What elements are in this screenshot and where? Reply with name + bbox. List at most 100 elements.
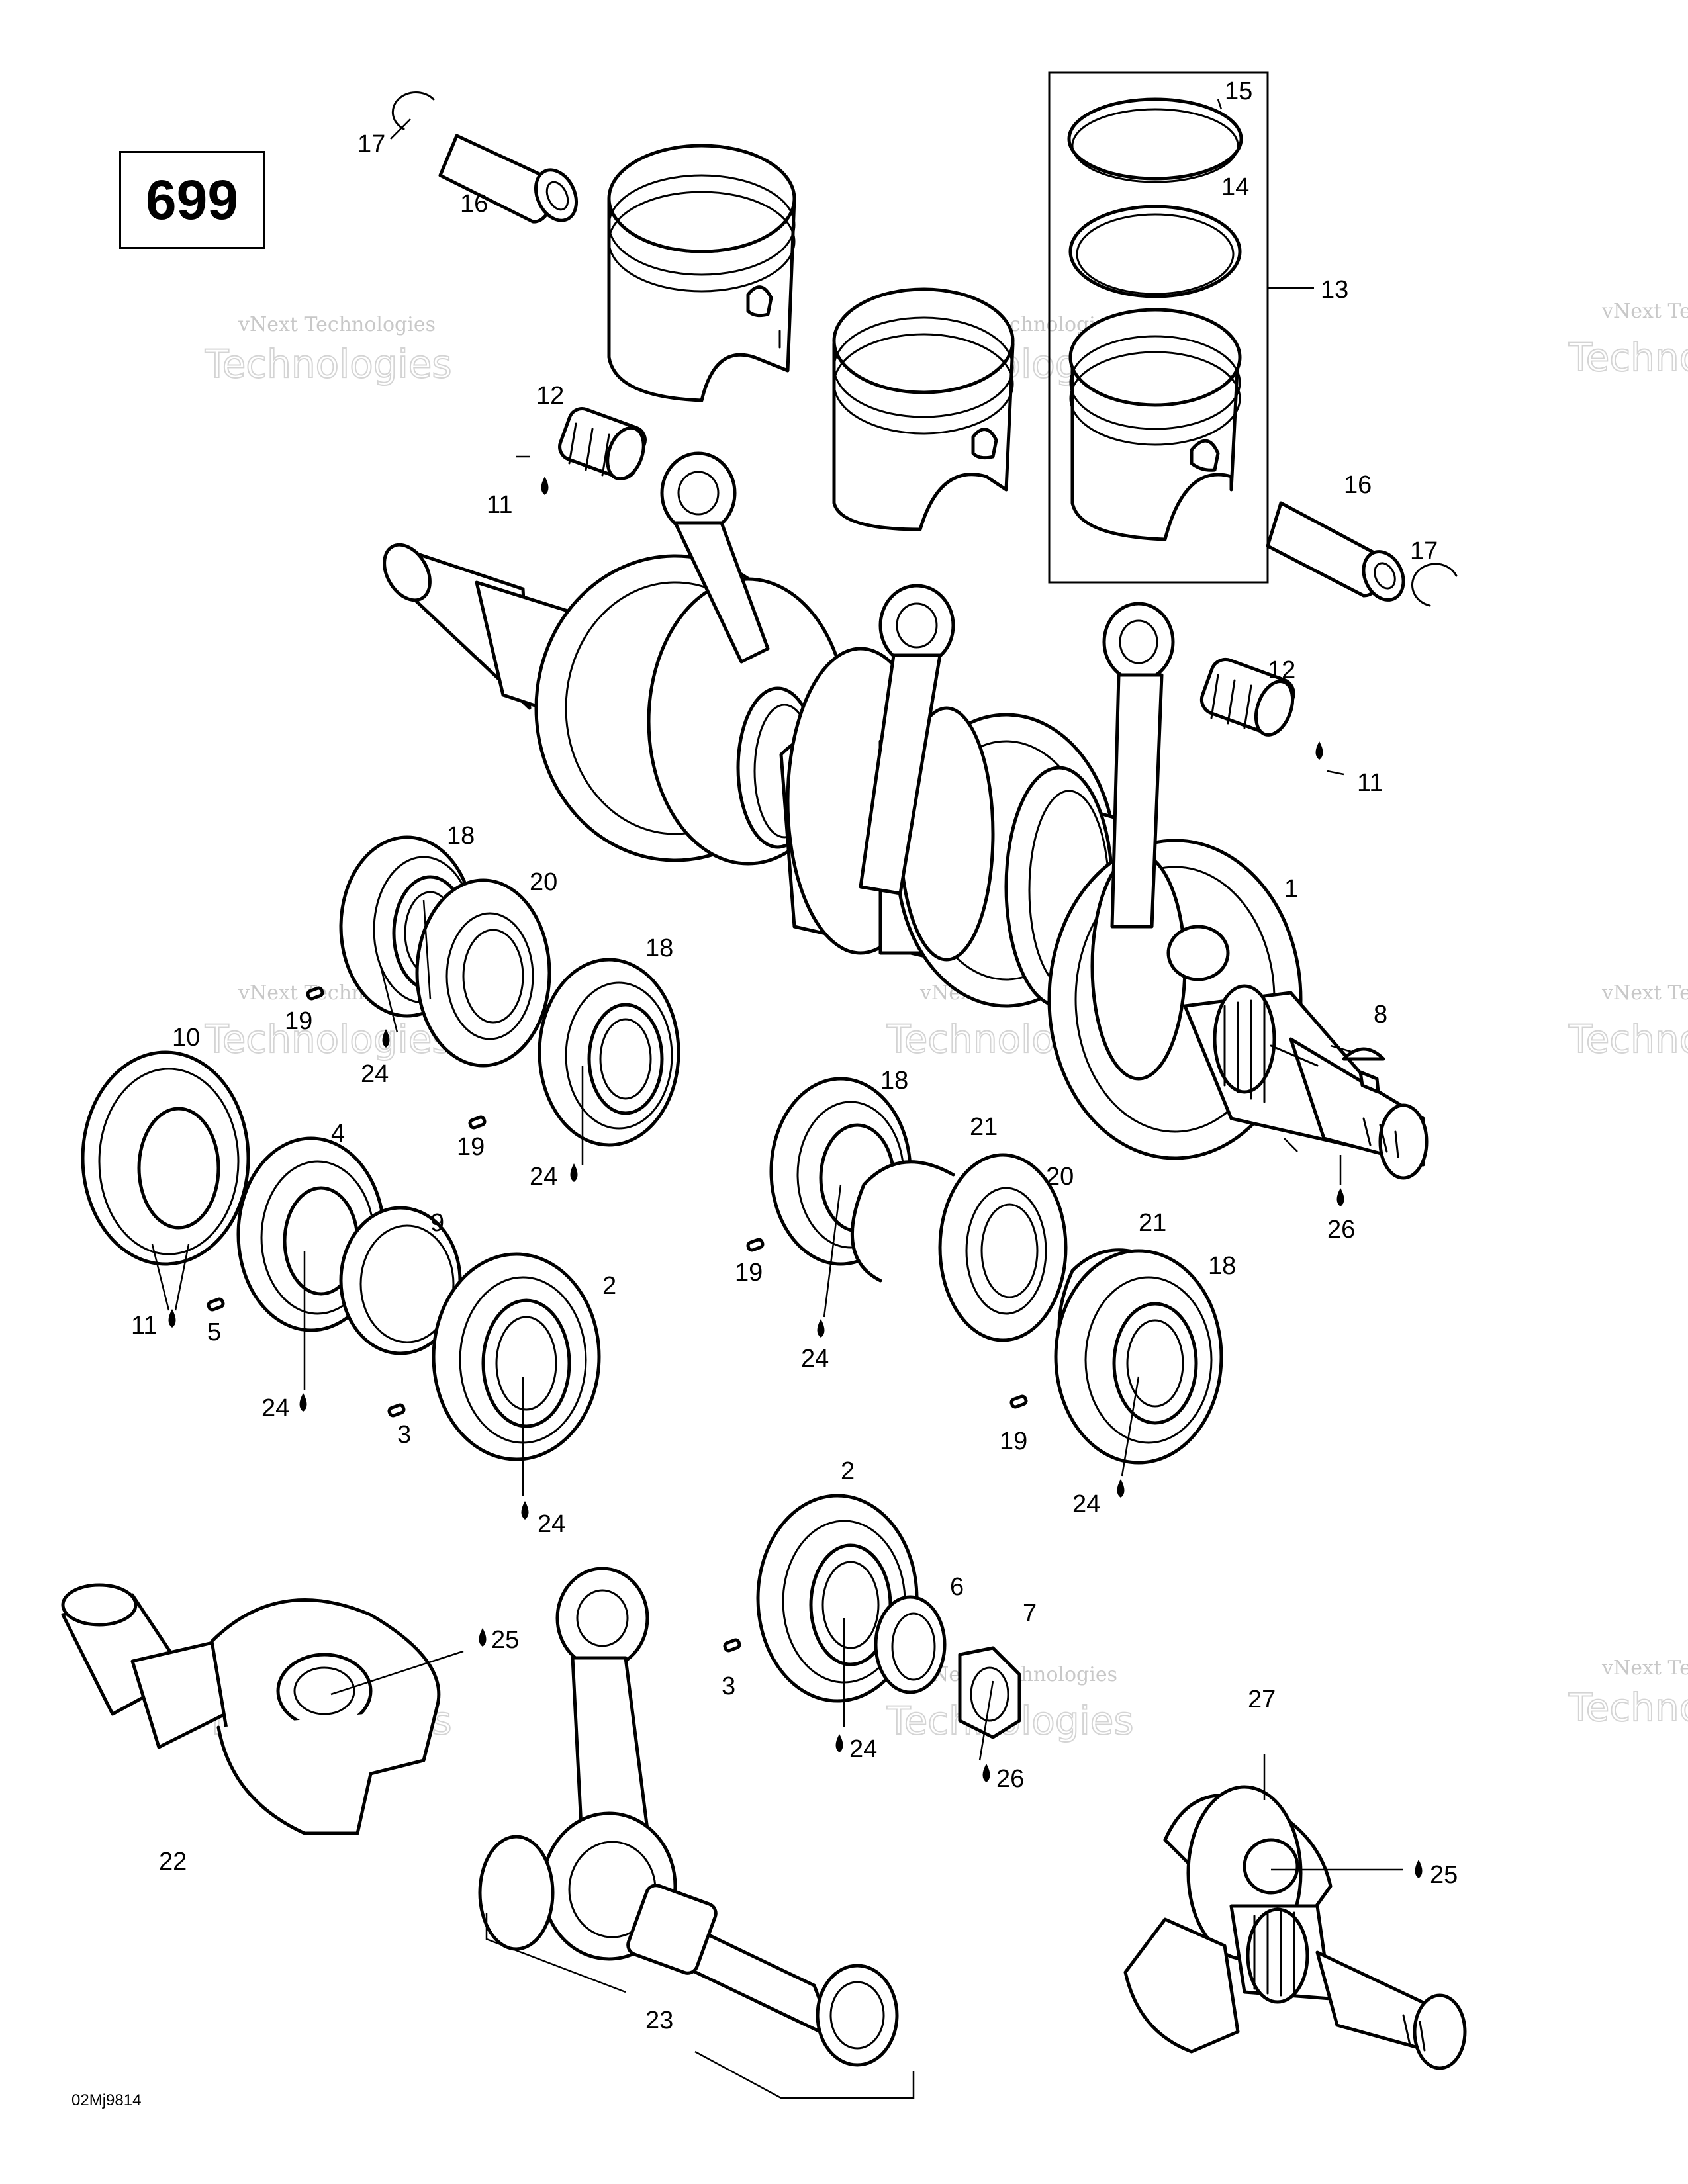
drop-icon — [982, 1764, 990, 1782]
drop-icon — [521, 1501, 529, 1520]
callout-2: 2 — [602, 1272, 616, 1300]
callout-24: 24 — [849, 1735, 877, 1763]
drop-icon — [1415, 1860, 1423, 1878]
connecting-rod-right — [1102, 602, 1175, 929]
crankshaft-half-22 — [61, 1583, 441, 1835]
watermark-text: Technologies — [1568, 335, 1688, 380]
piston-left — [607, 144, 796, 402]
callout-19: 19 — [735, 1259, 763, 1287]
lubricant-drop-icons — [168, 477, 1423, 1878]
circlip-17-right — [1411, 563, 1458, 607]
drop-icon — [1117, 1479, 1125, 1498]
callout-24: 24 — [530, 1163, 557, 1191]
bearing-18-mid-left — [538, 958, 680, 1147]
drop-icon — [299, 1393, 307, 1412]
callout-18: 18 — [1208, 1252, 1236, 1280]
seal-20-upper-left — [415, 878, 551, 1068]
callout-14: 14 — [1221, 173, 1249, 201]
callout-10: 10 — [172, 1024, 200, 1052]
callout-15: 15 — [1225, 77, 1252, 105]
crankshaft-half-27 — [1123, 1785, 1467, 2070]
drop-icon — [817, 1319, 825, 1338]
piston-center — [832, 287, 1015, 531]
callout-19: 19 — [285, 1007, 312, 1035]
watermark-text: Technologies — [1568, 1017, 1688, 1062]
drop-icon — [1315, 741, 1323, 760]
piston-ring-set-box — [1048, 71, 1314, 584]
watermark-text: Technologies — [205, 341, 452, 387]
callout-4: 4 — [331, 1120, 345, 1148]
connecting-rod-left — [660, 451, 770, 664]
callout-18: 18 — [447, 822, 475, 850]
circlip-17-left — [391, 91, 435, 130]
callout-16: 16 — [1344, 471, 1372, 499]
callout-26: 26 — [1327, 1216, 1355, 1244]
callout-24: 24 — [261, 1394, 289, 1422]
piston-pin-16-right — [1266, 501, 1405, 602]
callout-6: 6 — [950, 1573, 964, 1601]
callout-12: 12 — [1268, 657, 1295, 684]
callout-25: 25 — [491, 1626, 519, 1654]
dowel-pins — [207, 986, 1028, 1653]
callout-18: 18 — [880, 1067, 908, 1095]
callout-18: 18 — [645, 934, 673, 962]
callout-11: 11 — [487, 491, 512, 519]
callout-19: 19 — [457, 1133, 485, 1161]
watermark-text: Technologies — [205, 1017, 452, 1062]
needle-bearing-12-right — [1199, 657, 1295, 737]
piston-right — [1068, 308, 1242, 541]
callout-24: 24 — [538, 1510, 565, 1538]
watermark-text: vNext Technologies — [1601, 1657, 1688, 1680]
callout-17: 17 — [357, 130, 385, 158]
callout-26: 26 — [996, 1765, 1024, 1793]
snap-ring-21-upper — [851, 1160, 955, 1283]
drop-icon — [541, 477, 549, 495]
callout-19: 19 — [1000, 1428, 1027, 1455]
callout-3: 3 — [722, 1672, 735, 1700]
callout-11: 11 — [1357, 769, 1383, 797]
piston-ring-14 — [1068, 205, 1242, 298]
callout-27: 27 — [1248, 1686, 1276, 1713]
callout-24: 24 — [801, 1345, 829, 1373]
seal-10 — [81, 1050, 250, 1266]
drop-icon — [1336, 1188, 1344, 1206]
callout-labels: 17 16 15 14 13 12 11 16 17 12 11 18 20 1… — [131, 77, 1458, 2034]
callout-9: 9 — [430, 1209, 444, 1237]
watermark-text: vNext Technologies — [238, 313, 436, 336]
drop-icon — [835, 1734, 843, 1752]
callout-2: 2 — [841, 1457, 855, 1485]
bearing-18-right — [1054, 1249, 1223, 1465]
needle-bearing-12-left — [558, 407, 647, 481]
washer-6 — [874, 1595, 947, 1694]
connecting-rod-kit-23 — [478, 1567, 915, 2099]
watermark-text: vNext Technologies — [1601, 300, 1688, 323]
drop-icon — [382, 1029, 390, 1048]
connecting-rod-center — [859, 584, 955, 895]
callout-5: 5 — [207, 1318, 221, 1346]
drop-icon — [479, 1628, 487, 1647]
drop-icon — [570, 1163, 578, 1182]
callout-24: 24 — [361, 1060, 389, 1088]
callout-3: 3 — [397, 1421, 411, 1449]
callout-1: 1 — [1284, 875, 1298, 903]
watermark-text: Technologies — [1568, 1685, 1688, 1730]
piston-ring-15 — [1067, 97, 1243, 183]
drawing-code: 02Mj9814 — [71, 2091, 142, 2109]
callout-12: 12 — [536, 382, 564, 410]
callout-22: 22 — [159, 1848, 187, 1876]
bearing-2-left — [432, 1252, 601, 1461]
callout-23: 23 — [645, 2007, 673, 2034]
page-number: 699 — [119, 151, 265, 249]
drop-icon — [168, 1309, 176, 1328]
callout-20: 20 — [530, 868, 557, 896]
piston-pin-16-left — [438, 134, 578, 224]
callout-17: 17 — [1410, 537, 1438, 565]
callout-21: 21 — [970, 1113, 998, 1141]
callout-8: 8 — [1374, 1001, 1387, 1028]
watermark-text: vNext Technologies — [1601, 981, 1688, 1005]
callout-20: 20 — [1046, 1163, 1074, 1191]
callout-25: 25 — [1430, 1861, 1458, 1889]
callout-7: 7 — [1023, 1600, 1037, 1627]
callout-16: 16 — [460, 190, 488, 218]
